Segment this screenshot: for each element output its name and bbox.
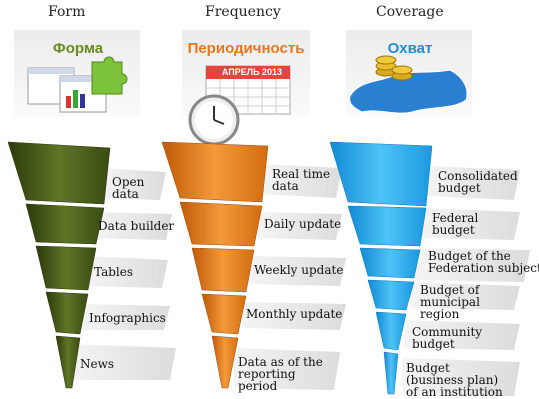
- coverage-item-community: Community budget: [412, 325, 483, 351]
- coins-map-icon: [349, 55, 468, 114]
- coverage-card-label: Охват: [387, 40, 433, 57]
- form-item-tables: Tables: [94, 265, 134, 279]
- form-item-infographics: Infographics: [89, 311, 166, 325]
- frequency-item-weekly: Weekly update: [254, 263, 344, 277]
- frequency-heading: Frequency: [205, 4, 281, 20]
- frequency-card-label: Периодичность: [187, 40, 305, 57]
- frequency-item-daily: Daily update: [264, 217, 342, 231]
- form-funnel: [7, 141, 111, 389]
- form-card-label-wrap: Форма: [14, 30, 142, 116]
- frequency-ribbons: [234, 164, 346, 390]
- frequency-item-monthly: Monthly update: [246, 307, 343, 321]
- calendar-month-label: АПРЕЛЬ 2013: [221, 67, 283, 77]
- coverage-funnel: [329, 141, 433, 395]
- form-item-news: News: [80, 357, 115, 371]
- frequency-item-real-time: Real time data: [272, 167, 331, 193]
- coverage-ribbons: [402, 166, 530, 396]
- coverage-item-federal: Federal budget: [432, 211, 479, 237]
- coverage-heading: Coverage: [376, 4, 444, 20]
- form-card-label: Форма: [52, 40, 104, 57]
- form-ribbons: [70, 168, 176, 380]
- frequency-card-label-wrap: Периодичность: [182, 30, 310, 116]
- form-heading: Form: [48, 4, 86, 20]
- form-item-open-data: Open data: [112, 175, 145, 201]
- coverage-item-federation-subject: Budget of the Federation subject: [428, 249, 539, 275]
- coverage-item-municipal-region: Budget of municipal region: [420, 283, 480, 321]
- windows-puzzle-icon: [27, 56, 128, 113]
- coverage-item-institution: Budget (business plan) of an institution: [406, 361, 503, 399]
- frequency-funnel: [161, 141, 269, 389]
- frequency-item-reporting-period: Data as of the reporting period: [238, 355, 323, 393]
- coverage-card-label-wrap: Охват: [346, 30, 474, 116]
- form-item-data-builder: Data builder: [98, 219, 175, 233]
- coverage-item-consolidated: Consolidated budget: [438, 169, 518, 195]
